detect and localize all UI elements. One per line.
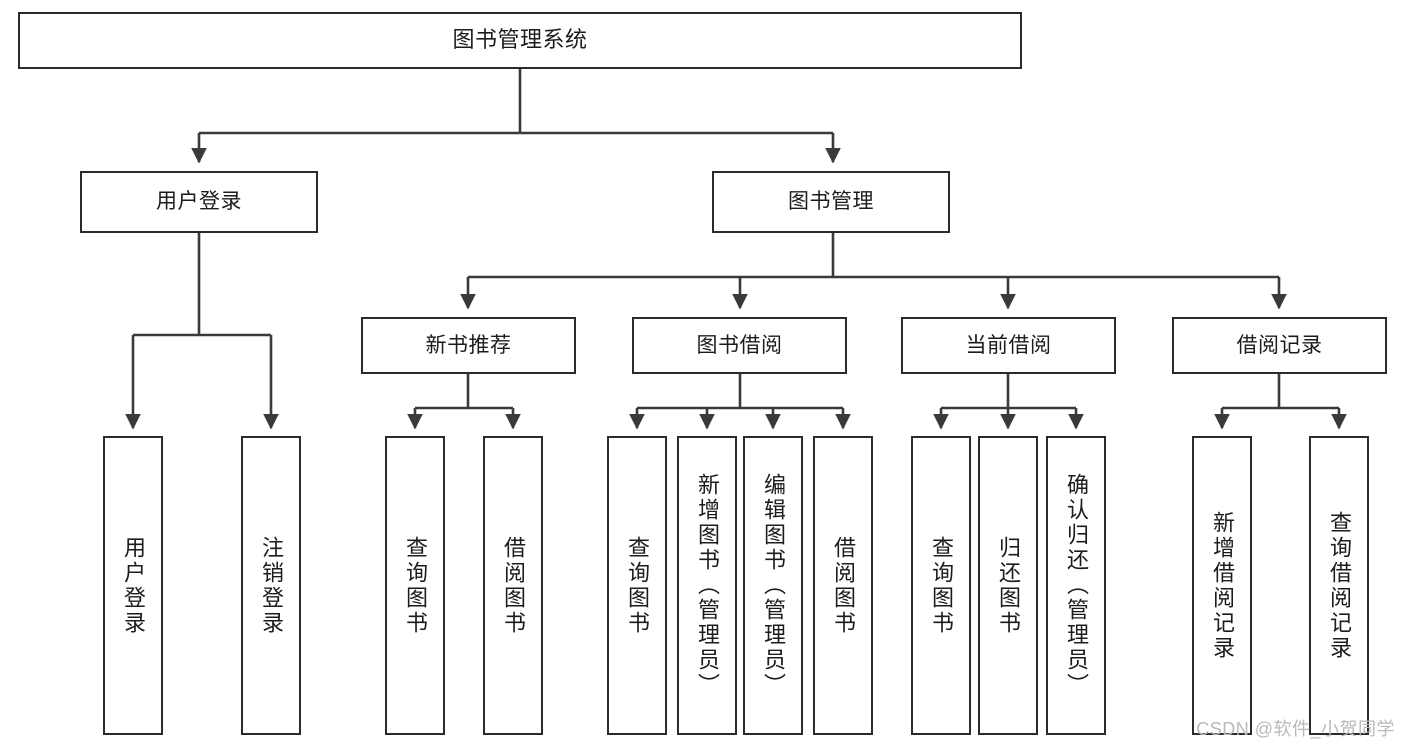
node-leaf-query-book-3[interactable]: 查询图书 — [911, 436, 971, 735]
node-leaf-return-book[interactable]: 归还图书 — [978, 436, 1038, 735]
node-leaf-add-book[interactable]: 新增图书（管理员） — [677, 436, 737, 735]
node-leaf-logout-login[interactable]: 注销登录 — [241, 436, 301, 735]
node-book-borrow-label: 图书借阅 — [696, 333, 783, 357]
node-leaf-query-book-1-label: 查询图书 — [403, 535, 428, 636]
node-book-borrow[interactable]: 图书借阅 — [632, 317, 847, 374]
node-leaf-add-record[interactable]: 新增借阅记录 — [1192, 436, 1252, 735]
node-leaf-borrow-book-1[interactable]: 借阅图书 — [483, 436, 543, 735]
node-leaf-confirm-return[interactable]: 确认归还（管理员） — [1046, 436, 1106, 735]
node-leaf-return-book-label: 归还图书 — [996, 535, 1021, 636]
watermark-text: CSDN @软件_小贺同学 — [1196, 719, 1395, 739]
node-current-borrow[interactable]: 当前借阅 — [901, 317, 1116, 374]
node-new-book-recommend-label: 新书推荐 — [425, 333, 512, 357]
node-root-label: 图书管理系统 — [452, 27, 588, 53]
node-leaf-add-book-label: 新增图书（管理员） — [695, 473, 720, 698]
node-leaf-add-record-label: 新增借阅记录 — [1210, 510, 1235, 661]
node-leaf-query-book-2[interactable]: 查询图书 — [607, 436, 667, 735]
node-book-management-label: 图书管理 — [788, 190, 874, 214]
node-new-book-recommend[interactable]: 新书推荐 — [361, 317, 576, 374]
node-leaf-borrow-book-2-label: 借阅图书 — [831, 535, 856, 636]
node-leaf-query-book-3-label: 查询图书 — [929, 535, 954, 636]
node-leaf-borrow-book-2[interactable]: 借阅图书 — [813, 436, 873, 735]
node-borrow-record-label: 借阅记录 — [1236, 333, 1323, 357]
node-leaf-query-book-1[interactable]: 查询图书 — [385, 436, 445, 735]
node-leaf-user-login-label: 用户登录 — [121, 535, 146, 636]
node-leaf-user-login[interactable]: 用户登录 — [103, 436, 163, 735]
node-user-login[interactable]: 用户登录 — [80, 171, 318, 233]
node-borrow-record[interactable]: 借阅记录 — [1172, 317, 1387, 374]
node-root[interactable]: 图书管理系统 — [18, 12, 1022, 69]
node-leaf-edit-book[interactable]: 编辑图书（管理员） — [743, 436, 803, 735]
node-leaf-query-record[interactable]: 查询借阅记录 — [1309, 436, 1369, 735]
node-leaf-confirm-return-label: 确认归还（管理员） — [1064, 473, 1089, 698]
node-leaf-borrow-book-1-label: 借阅图书 — [501, 535, 526, 636]
node-current-borrow-label: 当前借阅 — [965, 333, 1052, 357]
node-leaf-query-record-label: 查询借阅记录 — [1327, 510, 1352, 661]
node-leaf-query-book-2-label: 查询图书 — [625, 535, 650, 636]
node-user-login-label: 用户登录 — [156, 190, 242, 214]
node-book-management[interactable]: 图书管理 — [712, 171, 950, 233]
node-leaf-edit-book-label: 编辑图书（管理员） — [761, 473, 786, 698]
node-leaf-logout-login-label: 注销登录 — [259, 535, 284, 636]
